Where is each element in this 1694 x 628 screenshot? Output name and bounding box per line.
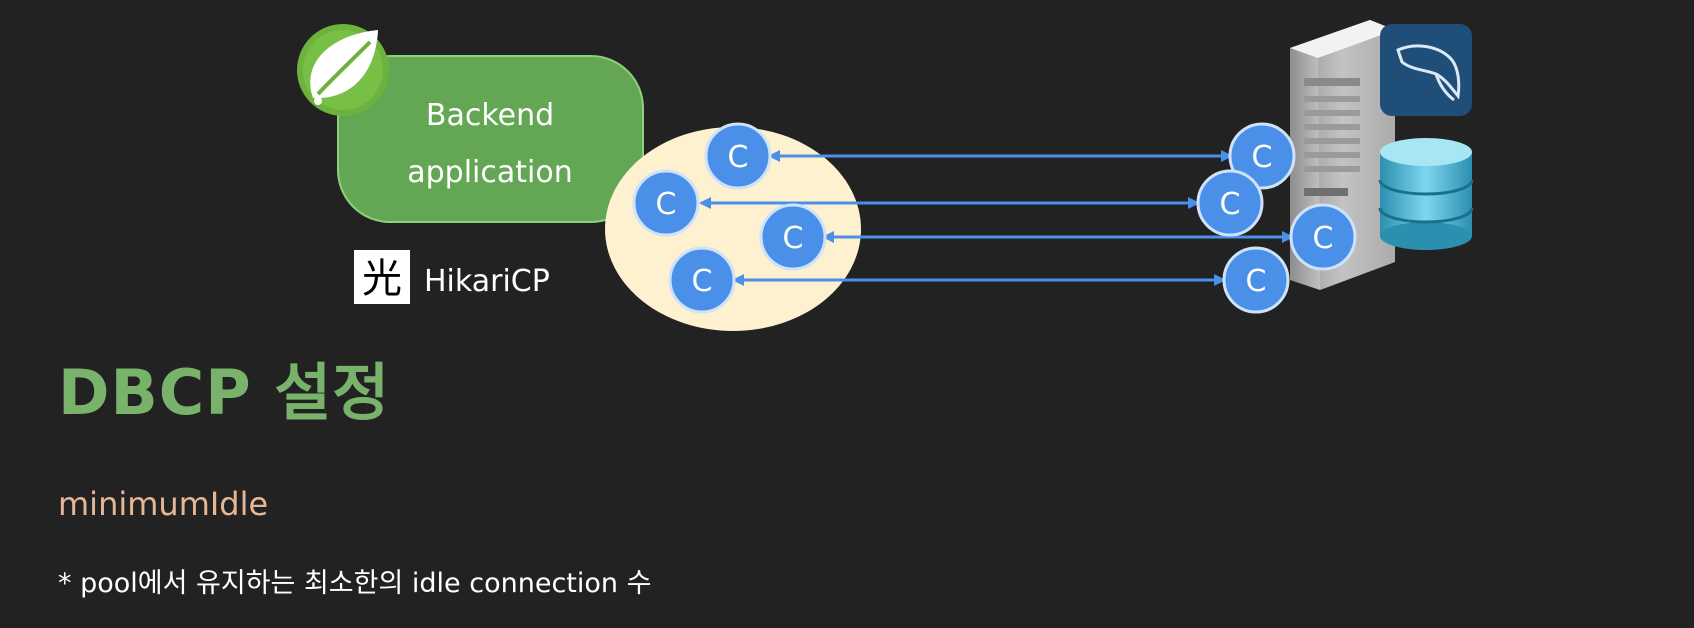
hikaricp-logo-glyph: 光 <box>362 256 402 302</box>
connection-label: C <box>1220 187 1241 222</box>
dbcp-diagram: Backend application 光 HikariCP C C <box>297 20 1474 331</box>
setting-name: minimumIdle <box>58 485 269 523</box>
pool-connection: C <box>759 203 827 271</box>
setting-description: * pool에서 유지하는 최소한의 idle connection 수 <box>58 568 652 599</box>
connection-label: C <box>1313 221 1334 256</box>
connection-label: C <box>783 221 804 256</box>
slide-title: DBCP 설정 <box>58 356 391 429</box>
app-label-line1: Backend <box>426 98 554 133</box>
connection-label: C <box>728 140 749 175</box>
pool-library-label: HikariCP <box>424 264 550 299</box>
pool-connection: C <box>668 246 736 314</box>
db-connection: C <box>1289 203 1357 271</box>
backend-application-box: Backend application <box>337 55 644 223</box>
connection-label: C <box>1252 140 1273 175</box>
mysql-dolphin-icon <box>1380 24 1472 116</box>
db-connection: C <box>1196 169 1264 237</box>
pool-connection: C <box>704 122 772 190</box>
db-connection: C <box>1228 122 1296 190</box>
db-connections: C C C C <box>1196 122 1357 314</box>
app-label-line2: application <box>407 155 572 190</box>
connection-label: C <box>1246 264 1267 299</box>
pool-connections: C C C C <box>632 122 827 314</box>
connection-arrows <box>699 150 1294 286</box>
spring-leaf-icon <box>297 24 389 116</box>
db-connection: C <box>1222 246 1290 314</box>
connection-label: C <box>656 187 677 222</box>
hikaricp-logo: 光 HikariCP <box>354 250 550 304</box>
connection-label: C <box>692 264 713 299</box>
pool-connection: C <box>632 169 700 237</box>
database-cylinder-icon <box>1378 138 1474 250</box>
